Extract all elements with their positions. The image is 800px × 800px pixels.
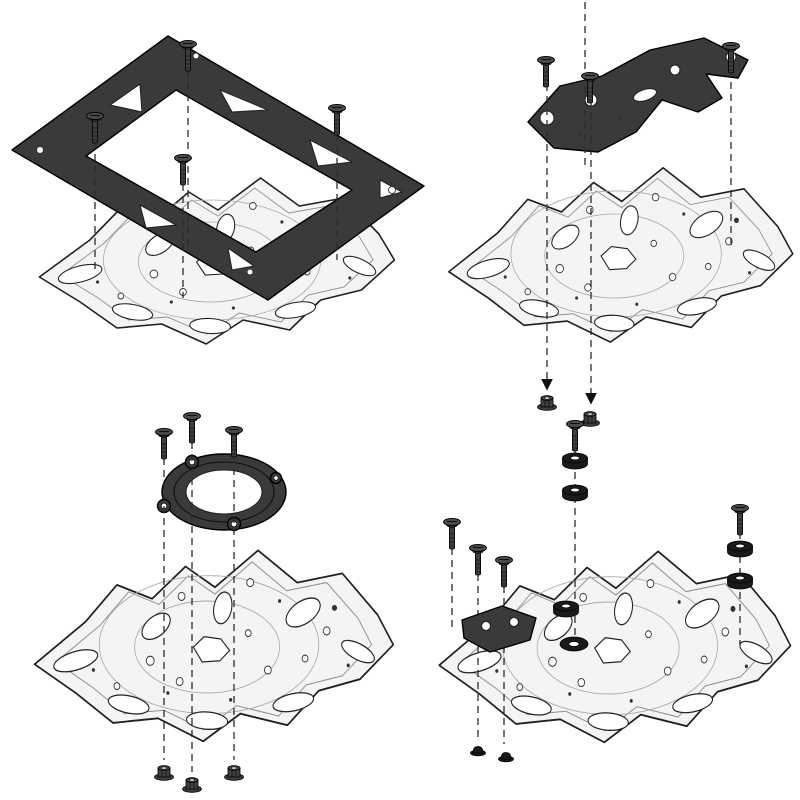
panel-top-left (11, 35, 425, 345)
frame-bolt-hole (246, 268, 254, 276)
frame-cutout (309, 138, 354, 167)
rubber-spacer-pad (461, 605, 537, 653)
rack-plate (33, 549, 395, 743)
rubber-grommet (562, 484, 588, 502)
adapter-hole (669, 64, 681, 76)
ring-opening (185, 469, 263, 515)
screw (183, 411, 201, 444)
screw (328, 103, 346, 136)
screw (225, 425, 243, 458)
screw (155, 427, 173, 460)
rubber-grommet (553, 600, 579, 618)
flange-nut (537, 395, 557, 411)
frame-bolt-hole (388, 186, 396, 194)
adapter-dot (577, 131, 583, 137)
frame-bolt-hole (192, 52, 200, 60)
flange-nut (154, 765, 174, 781)
frame-cutout (139, 203, 178, 229)
frame-cutout (218, 88, 269, 113)
screw (174, 153, 192, 186)
rubber-grommet (562, 452, 588, 470)
pad-hole (508, 616, 520, 628)
flange-nut (182, 777, 202, 793)
screw (495, 555, 513, 588)
frame-cutout (108, 82, 143, 113)
screw (537, 55, 555, 88)
pad-hole (480, 620, 492, 632)
screw (469, 543, 487, 576)
frame-bolt-hole (36, 146, 44, 154)
rubber-washer (559, 636, 589, 652)
screw (566, 419, 584, 452)
cap-nut (470, 746, 486, 757)
panel-top-right (447, 2, 794, 427)
panel-bottom-left (33, 411, 395, 793)
cap-nut (498, 752, 514, 763)
ring-boss-hole (273, 475, 279, 481)
ring-rim-line (173, 461, 275, 523)
panel-bottom-right (438, 419, 792, 763)
adapter-slot (632, 88, 658, 102)
flange-nut (224, 765, 244, 781)
screw (443, 517, 461, 550)
tank-ring-adapter (156, 453, 287, 532)
rack-plate (447, 166, 794, 343)
adapter-dot (617, 115, 623, 121)
frame-cutout (227, 246, 256, 271)
rubber-grommet (727, 540, 753, 558)
rubber-grommet (727, 572, 753, 590)
screw (731, 503, 749, 536)
